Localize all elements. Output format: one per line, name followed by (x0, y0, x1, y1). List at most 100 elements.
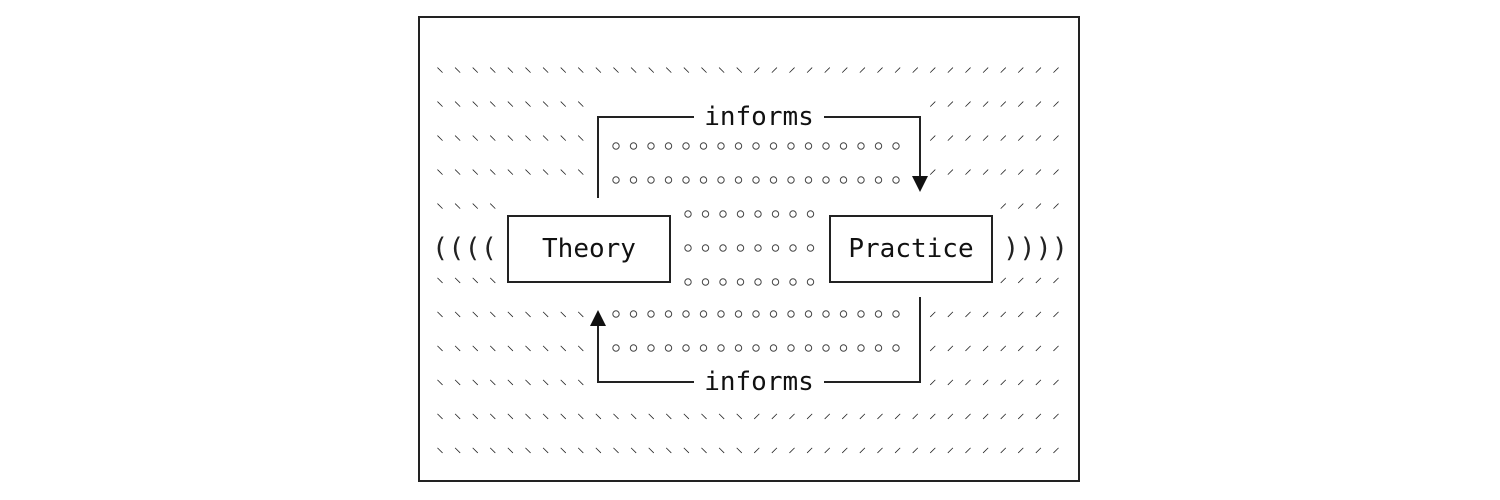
circle-dot-icon (719, 210, 727, 218)
texture-mark: ⸌ (436, 166, 444, 184)
texture-mark: ⸝ (929, 404, 937, 422)
texture-mark: ⸝ (1017, 302, 1025, 320)
texture-mark: ⸌ (735, 64, 743, 82)
texture-mark: ⸜ (507, 438, 515, 456)
circle-dot-icon (684, 244, 692, 252)
texture-mark: ⸝ (964, 336, 972, 354)
texture-mark: ⸌ (507, 64, 515, 82)
texture-mark: ⸜ (559, 370, 567, 388)
texture-mark: ⸌ (630, 64, 638, 82)
texture-mark: ⸜ (542, 302, 550, 320)
texture-mark: ⸝ (999, 438, 1007, 456)
circle-dot-icon (874, 310, 883, 318)
texture-mark: ⸜ (577, 302, 585, 320)
texture-mark: ⸍ (806, 64, 814, 82)
circle-dot-icon (857, 176, 865, 184)
circle-dot-icon (892, 142, 900, 150)
texture-mark: ⸌ (595, 64, 603, 82)
node-theory-label: Theory (542, 234, 636, 264)
texture-mark: ⸌ (454, 64, 462, 82)
circle-dot-icon (806, 244, 815, 252)
texture-mark: ⸜ (559, 336, 567, 354)
circle-dot-icon (664, 176, 673, 184)
circle-dot-icon (664, 310, 673, 318)
circle-dot-icon (734, 344, 743, 352)
texture-mark: ⸌ (454, 132, 462, 150)
texture-mark: ⸜ (612, 438, 620, 456)
texture-mark: ⸜ (507, 404, 515, 422)
circle-dot-icon (736, 244, 745, 252)
texture-mark: ⸝ (894, 404, 902, 422)
texture-mark: ⸍ (999, 132, 1007, 150)
circle-dot-icon (822, 176, 830, 184)
texture-mark: ⸍ (1052, 64, 1060, 82)
circle-dot-icon (771, 210, 780, 218)
texture-mark: ⸌ (471, 98, 479, 116)
texture-mark: ⸜ (524, 404, 532, 422)
circle-dot-icon (804, 310, 813, 318)
texture-mark: ⸜ (454, 336, 462, 354)
texture-mark: ⸌ (542, 64, 550, 82)
texture-mark: ⸝ (1035, 370, 1043, 388)
texture-mark: ⸍ (947, 98, 955, 116)
texture-mark: ⸜ (700, 404, 708, 422)
texture-mark: ⸜ (436, 268, 444, 286)
texture-mark: ⸍ (1052, 166, 1060, 184)
circle-dot-icon (701, 278, 710, 286)
edge-practice-to-theory: informs (590, 297, 921, 397)
texture-mark: ⸝ (929, 302, 937, 320)
texture-mark: ⸜ (595, 404, 603, 422)
circle-dot-icon (736, 210, 745, 218)
circle-dot-icon (839, 176, 848, 184)
texture-mark: ⸝ (929, 370, 937, 388)
texture-mark: ⸍ (982, 98, 990, 116)
texture-mark: ⸌ (577, 166, 585, 184)
circle-dot-icon (787, 142, 795, 150)
texture-mark: ⸝ (964, 370, 972, 388)
texture-mark: ⸌ (647, 64, 655, 82)
texture-mark: ⸝ (964, 438, 972, 456)
texture-mark: ⸝ (982, 302, 990, 320)
texture-mark: ⸜ (665, 438, 673, 456)
texture-mark: ⸍ (947, 132, 955, 150)
texture-mark: ⸜ (471, 404, 479, 422)
circle-dot-icon (719, 278, 727, 286)
texture-mark: ⸍ (1035, 166, 1043, 184)
texture-mark: ⸌ (577, 98, 585, 116)
texture-mark: ⸜ (471, 438, 479, 456)
circle-dot-icon (769, 176, 778, 184)
circle-dot-icon (892, 344, 900, 352)
texture-mark: ⸝ (1035, 302, 1043, 320)
node-theory: Theory (507, 215, 671, 283)
texture-mark: ⸌ (612, 64, 620, 82)
texture-mark: ⸍ (964, 64, 972, 82)
circle-dot-icon (752, 142, 760, 150)
node-theory-box (507, 215, 671, 283)
texture-mark: ⸝ (964, 404, 972, 422)
texture-mark: ⸝ (911, 438, 919, 456)
circle-dot-icon (754, 210, 762, 218)
circle-dot-icon (789, 244, 797, 252)
circle-dot-icon (682, 176, 690, 184)
circle-dot-icon (892, 310, 900, 318)
texture-mark: ⸍ (929, 64, 937, 82)
texture-mark: ⸝ (929, 438, 937, 456)
texture-mark: ⸍ (964, 166, 972, 184)
texture-mark: ⸍ (1052, 132, 1060, 150)
texture-mark: ⸜ (559, 302, 567, 320)
texture-mark: ⸝ (947, 370, 955, 388)
texture-mark: ⸍ (999, 98, 1007, 116)
texture-mark: ⸝ (1017, 438, 1025, 456)
texture-mark: ⸍ (929, 132, 937, 150)
texture-mark: ⸍ (823, 64, 831, 82)
texture-mark: ⸝ (1035, 404, 1043, 422)
circle-dot-icon (612, 344, 620, 352)
texture-mark: ⸍ (999, 200, 1007, 218)
texture-mark: ⸍ (788, 64, 796, 82)
circle-dot-icon (629, 344, 638, 352)
texture-mark: ⸜ (542, 336, 550, 354)
texture-mark: ⸍ (1017, 166, 1025, 184)
texture-mark: ⸌ (436, 98, 444, 116)
circle-dot-icon (612, 176, 620, 184)
texture-mark: ⸍ (1035, 64, 1043, 82)
